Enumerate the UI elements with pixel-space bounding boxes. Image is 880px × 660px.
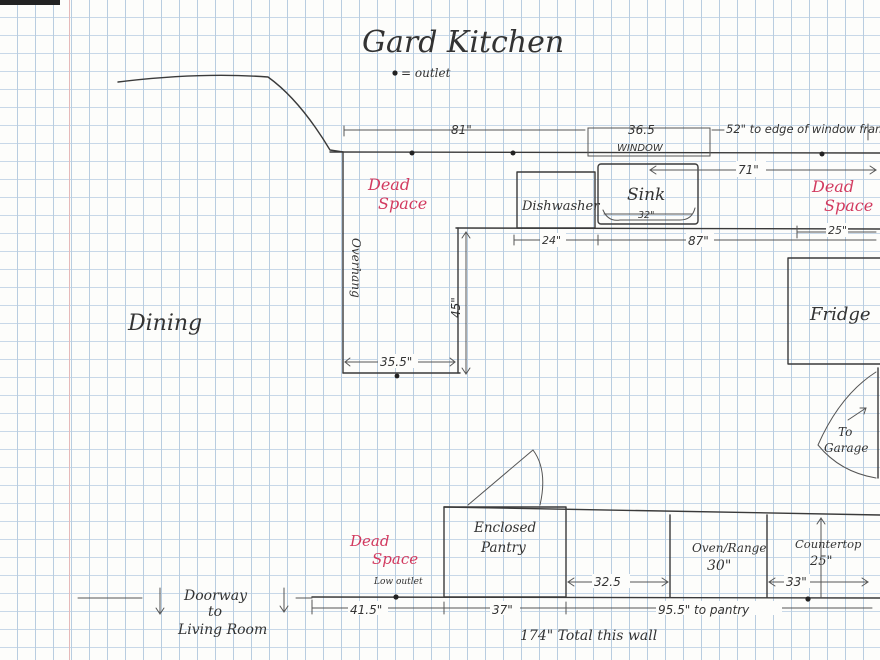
bottom-counter-top-edge xyxy=(443,506,880,516)
outlet-icon xyxy=(510,150,516,156)
dishwasher-label: Dishwasher xyxy=(521,199,600,214)
sink-outline xyxy=(597,163,699,225)
dead-space-label: Dead Space xyxy=(349,532,418,568)
dim-25-top-label: 25" xyxy=(828,224,847,237)
bottom-wall-line xyxy=(311,596,880,599)
low-outlet-label: Low outlet xyxy=(373,577,423,587)
fridge-outline xyxy=(787,257,880,365)
to-garage-label: To Garage xyxy=(824,425,868,455)
dim-37-label: 37" xyxy=(492,603,513,617)
outlet-legend-label: = outlet xyxy=(401,66,451,80)
countertop-label: Countertop 25" xyxy=(795,537,865,569)
dim-41-5-label: 41.5" xyxy=(350,603,382,617)
window-frame-distance-label: 52" to edge of window frame xyxy=(726,122,880,136)
oven-range-label: Oven/Range 30" xyxy=(692,541,770,574)
dim-35-5-label: 35.5" xyxy=(380,355,412,369)
outlet-icon xyxy=(409,150,415,156)
dim-32-5-label: 32.5 xyxy=(594,575,621,589)
dim-45-label: 45" xyxy=(449,297,463,318)
pantry-label: Enclosed Pantry xyxy=(473,520,540,556)
dim-33-label: 33" xyxy=(786,575,807,589)
dishwasher-outline xyxy=(516,171,596,229)
dining-boundary xyxy=(117,74,344,153)
garage-door-swing xyxy=(817,371,877,479)
paper-edge-mark xyxy=(0,0,60,5)
dim-71-label: 71" xyxy=(738,163,759,177)
outlet-icon xyxy=(805,596,811,602)
doorway-label: Doorway to Living Room xyxy=(177,588,267,638)
dim-81-label: 81" xyxy=(451,123,472,137)
low-outlet-icon xyxy=(393,594,399,600)
pantry-outline xyxy=(443,506,567,598)
dim-95-5-label: 95.5" to pantry xyxy=(658,603,750,617)
window-width-label: 36.5 xyxy=(628,123,655,137)
dim-24-label: 24" xyxy=(542,234,561,247)
dead-space-label: Dead Space xyxy=(367,175,427,213)
island-outlet-icon xyxy=(394,373,400,379)
overhang-label: Overhang xyxy=(349,238,363,298)
fridge-label: Fridge xyxy=(809,304,871,325)
dining-label: Dining xyxy=(127,311,202,336)
diagram-title: Gard Kitchen xyxy=(362,25,564,60)
garage-arrow-icon xyxy=(847,407,867,421)
outlet-icon xyxy=(819,151,825,157)
pantry-door-swing xyxy=(467,449,544,506)
window-label: WINDOW xyxy=(617,143,664,154)
dead-space-label: Dead Space xyxy=(811,177,873,215)
sink-label: Sink xyxy=(627,185,665,205)
sink-width-label: 32" xyxy=(638,210,654,221)
wall-total-label: 174" Total this wall xyxy=(520,628,657,644)
outlet-legend-icon xyxy=(392,70,398,76)
back-wall-line xyxy=(329,151,880,154)
dim-87-label: 87" xyxy=(688,234,709,248)
